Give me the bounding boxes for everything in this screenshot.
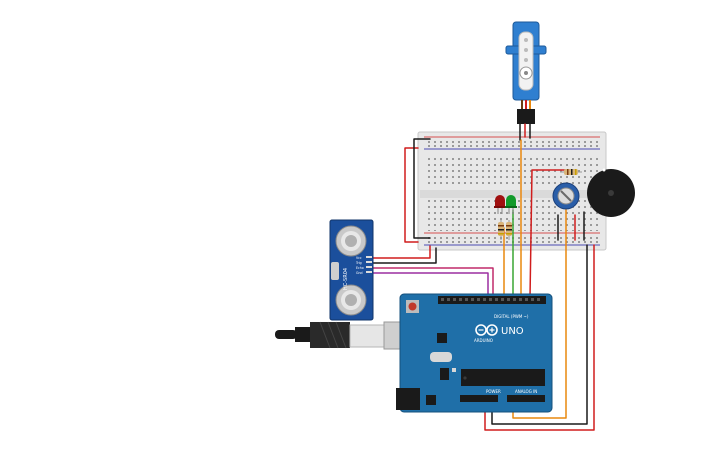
wire-ultrasonic-vcc bbox=[371, 245, 431, 259]
ultrasonic-model-label: HC-SR04 bbox=[343, 268, 349, 290]
wire-ultrasonic-trig bbox=[371, 267, 494, 299]
ultrasonic-pin-gnd: Gnd bbox=[356, 271, 363, 275]
usb-cable bbox=[275, 321, 419, 350]
potentiometer bbox=[552, 182, 580, 210]
wire-left-red bbox=[404, 147, 419, 243]
led-red bbox=[494, 195, 506, 214]
wire-ground-black bbox=[491, 244, 588, 425]
ultrasonic-pin-trig: Trig bbox=[355, 261, 362, 265]
servo-motor bbox=[505, 21, 547, 124]
arduino-analog-label: ANALOG IN bbox=[515, 389, 537, 394]
arduino-digital-label: DIGITAL (PWM ~) bbox=[494, 314, 529, 319]
ultrasonic-pin-echo: Echo bbox=[356, 266, 364, 270]
wires bbox=[371, 123, 595, 431]
ultrasonic-pin-vcc: Vcc bbox=[356, 256, 362, 260]
resistor-green-led bbox=[506, 220, 512, 240]
arduino-logo bbox=[475, 324, 498, 336]
resistor-red-led bbox=[498, 220, 504, 240]
wire-ultrasonic-echo bbox=[371, 272, 489, 299]
arduino-uno: DIGITAL (PWM ~) ARDUINO UNO POWER ANALOG… bbox=[396, 293, 553, 413]
arduino-brand-label: ARDUINO bbox=[474, 338, 493, 343]
wire-power-red bbox=[484, 244, 595, 431]
ultrasonic-sensor: HC-SR04 Vcc Trig Echo Gnd bbox=[329, 219, 374, 321]
resistor-top bbox=[560, 169, 582, 175]
led-green bbox=[505, 195, 517, 214]
arduino-power-label: POWER bbox=[486, 389, 501, 394]
piezo-buzzer bbox=[587, 168, 635, 217]
wire-left-black bbox=[413, 138, 431, 239]
arduino-model-label: UNO bbox=[501, 326, 524, 337]
wire-ultrasonic-gnd bbox=[371, 247, 437, 264]
wire-red-buzzer bbox=[529, 169, 573, 299]
